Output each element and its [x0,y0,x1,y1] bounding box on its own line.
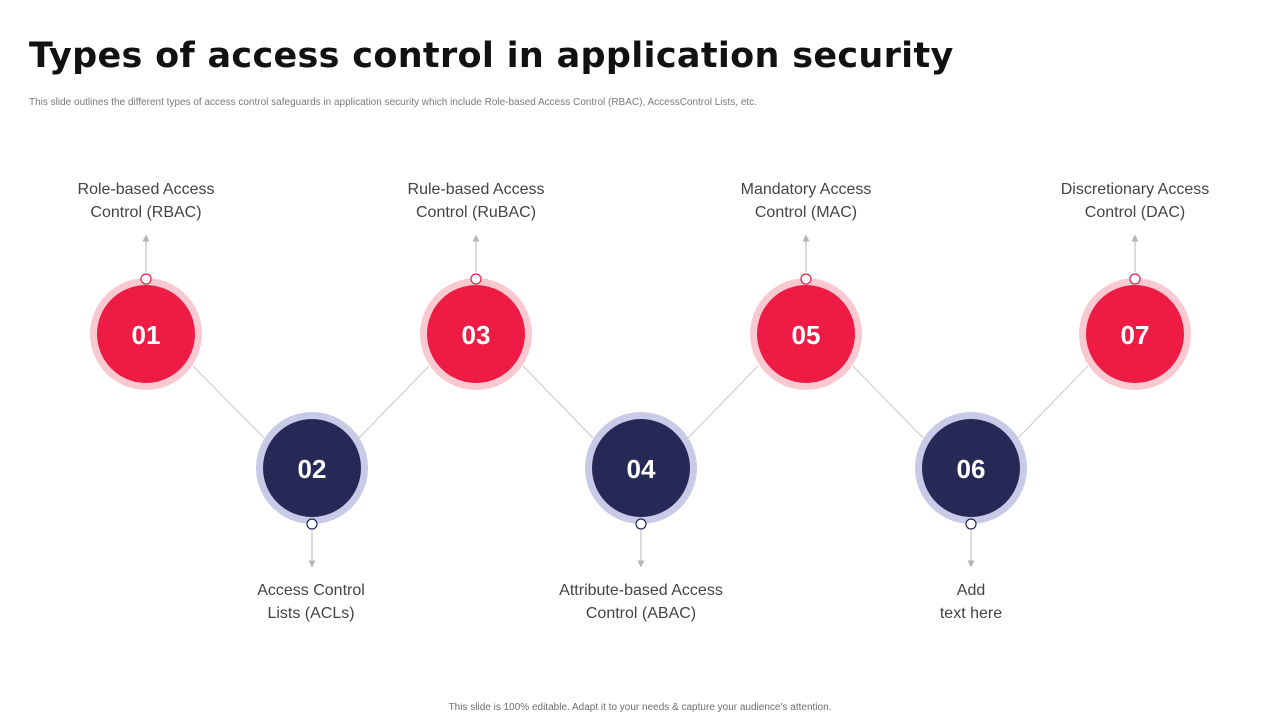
connector-line [687,365,759,439]
connector-line [192,365,265,439]
label-line: Discretionary Access [1060,181,1210,198]
step-number: 02 [298,454,327,484]
label-line: Attribute-based Access [559,582,723,599]
anchor-dot [635,518,647,530]
label-line: text here [939,605,1003,622]
step-circle [1086,285,1184,383]
anchor-dot [306,518,318,530]
page-title: Types of access control in application s… [29,36,954,76]
step-circle [922,419,1020,517]
connector-line [522,365,594,439]
connector-line [358,365,430,439]
step-02: 02 [256,412,368,568]
step-label-acls: Access Control Lists (ACLs) [201,579,421,625]
step-label-rbac: Role-based Access Control (RBAC) [36,178,256,224]
step-circle [592,419,690,517]
step-label-add-text: Add text here [861,579,1081,625]
step-circle [427,285,525,383]
anchor-dot [1129,273,1141,285]
step-number: 05 [792,320,821,350]
label-line: Control (DAC) [1084,204,1186,221]
step-05: 05 [750,234,862,390]
anchor-dot [965,518,977,530]
step-number: 03 [462,320,491,350]
step-03: 03 [420,234,532,390]
step-number: 06 [957,454,986,484]
step-label-abac: Attribute-based Access Control (ABAC) [531,579,751,625]
label-line: Control (RBAC) [90,204,202,221]
label-line: Control (MAC) [754,204,858,221]
step-label-dac: Discretionary Access Control (DAC) [1025,178,1245,224]
step-06: 06 [915,412,1027,568]
connector-line [852,365,924,439]
label-line: Access Control [257,582,365,599]
label-line: Role-based Access [77,181,215,198]
anchor-dot [470,273,482,285]
label-line: Add [956,582,986,599]
step-number: 07 [1121,320,1150,350]
label-line: Lists (ACLs) [267,605,355,622]
label-line: Mandatory Access [740,181,872,198]
step-circle [757,285,855,383]
label-line: Rule-based Access [407,181,545,198]
step-label-mac: Mandatory Access Control (MAC) [696,178,916,224]
step-label-rubac: Rule-based Access Control (RuBAC) [366,178,586,224]
page-subtitle: This slide outlines the different types … [29,97,757,108]
step-07: 07 [1079,234,1191,390]
step-number: 04 [627,454,656,484]
step-04: 04 [585,412,697,568]
label-line: Control (RuBAC) [415,204,537,221]
anchor-dot [140,273,152,285]
connector-line [1017,365,1089,439]
footer-note: This slide is 100% editable. Adapt it to… [448,702,832,713]
step-circle [263,419,361,517]
anchor-dot [800,273,812,285]
step-01: 01 [90,234,202,390]
step-circle [97,285,195,383]
step-number: 01 [132,320,161,350]
label-line: Control (ABAC) [585,605,697,622]
